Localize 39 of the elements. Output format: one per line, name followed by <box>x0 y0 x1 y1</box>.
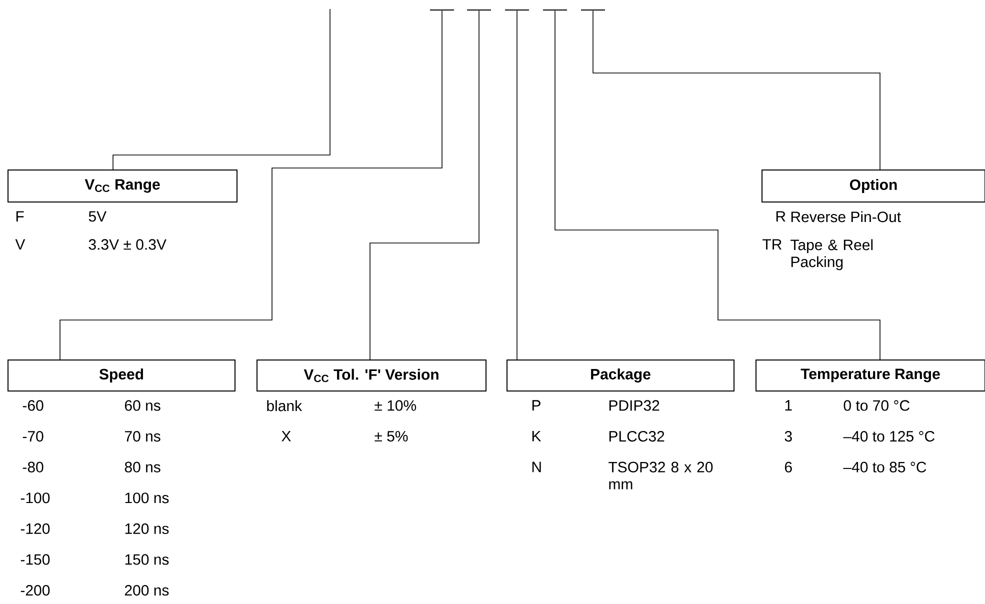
option-description: Tape & Reel Packing <box>790 239 873 270</box>
option-description: TSOP32 8 x 20 mm <box>608 462 713 490</box>
option-code: -120 <box>20 523 50 534</box>
leader-line <box>370 10 480 360</box>
leader-line <box>554 10 880 360</box>
option-code: 6 <box>784 462 792 472</box>
option-code: -150 <box>20 554 50 565</box>
option-description: 120 ns <box>125 523 169 534</box>
option-description: PLCC32 <box>609 430 664 442</box>
leader-line <box>60 10 442 360</box>
option-description: 80 ns <box>124 462 160 472</box>
option-code: -80 <box>22 462 44 472</box>
option-code: -70 <box>22 430 44 442</box>
heading-box: Speed <box>8 359 236 392</box>
leader-line <box>592 10 880 170</box>
heading-box: Temperature Range <box>756 359 985 392</box>
heading-box: Package <box>506 359 734 392</box>
heading-box: Option <box>762 169 985 202</box>
option-code: TR <box>762 239 782 250</box>
option-code: V <box>15 239 26 250</box>
option-description: –40 to 125 °C <box>843 430 934 442</box>
option-code: -200 <box>20 584 50 596</box>
leader-line <box>516 10 518 360</box>
option-description: 100 ns <box>125 492 169 504</box>
option-description: –40 to 85 °C <box>843 462 926 472</box>
option-code: X <box>282 430 291 442</box>
option-description: ± 5% <box>374 431 408 442</box>
heading-box: V$_{CC}$ Range <box>8 169 238 202</box>
option-description: 70 ns <box>124 430 160 442</box>
option-description: 150 ns <box>125 554 169 565</box>
option-code: N <box>532 462 541 472</box>
option-code: 3 <box>784 430 792 442</box>
option-code: K <box>532 430 542 442</box>
option-description: 200 ns <box>124 584 169 596</box>
option-description: 3.3V ± 0.3V <box>88 239 166 250</box>
option-code: blank <box>267 400 302 412</box>
leader-line <box>112 8 330 170</box>
option-code: -100 <box>20 492 50 504</box>
heading-box: V$_{CC}$ Tol. 'F' Version <box>256 359 486 392</box>
